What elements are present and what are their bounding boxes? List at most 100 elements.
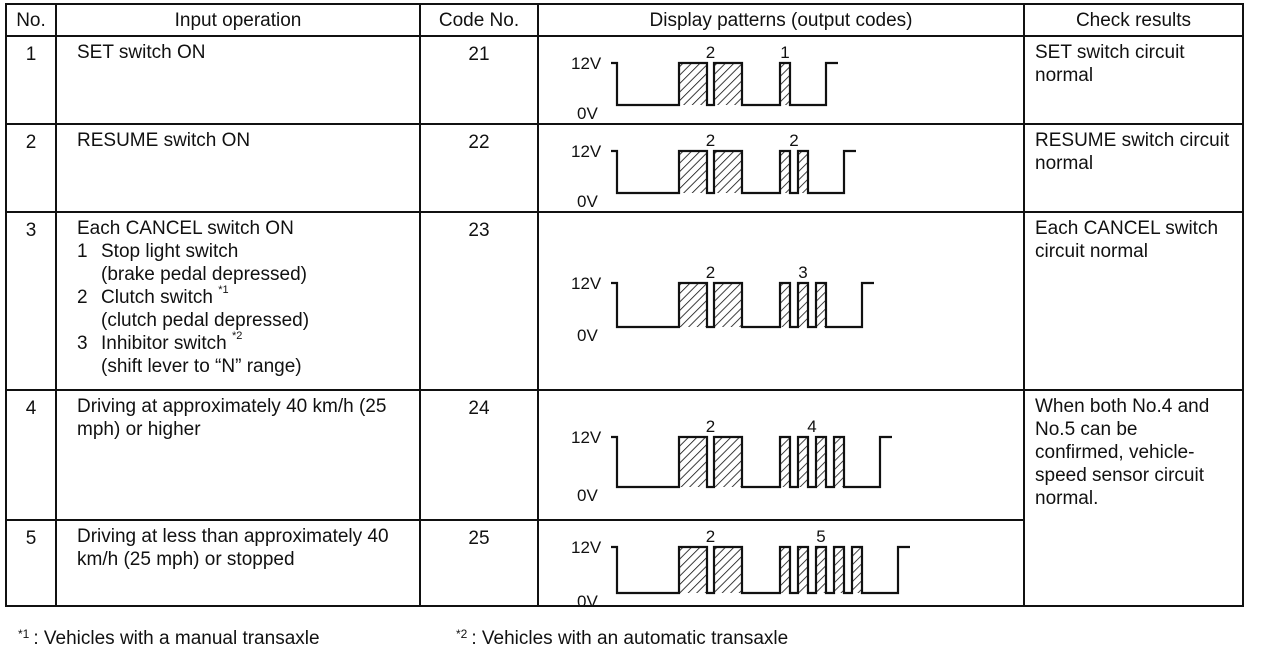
pulse <box>780 151 790 193</box>
waveform-trace <box>611 149 856 195</box>
pulse <box>816 547 826 593</box>
code-number: 22 <box>468 132 490 153</box>
code-cell: 21 <box>419 35 539 125</box>
row-number: 5 <box>25 528 37 549</box>
waveform-trace <box>611 545 910 595</box>
digit-label-second: 4 <box>807 417 816 436</box>
header-input-operation: Input operation <box>55 3 421 37</box>
input-operation-cell: Driving at approximately 40 km/h (25 mph… <box>55 389 421 521</box>
code-number: 23 <box>468 220 490 241</box>
footnote-text: : Vehicles with a manual transaxle <box>33 628 320 649</box>
code-number: 21 <box>468 44 490 65</box>
header-check-results: Check results <box>1023 3 1244 37</box>
voltage-low-label: 0V <box>577 104 598 123</box>
row-number-cell: 1 <box>5 35 57 125</box>
input-operation: SET switch ON <box>77 42 206 63</box>
waveform-trace <box>611 61 838 107</box>
code-cell: 23 <box>419 211 539 391</box>
footnote-text: : Vehicles with an automatic transaxle <box>471 628 789 649</box>
voltage-high-label: 12V <box>571 142 602 161</box>
table-row: 4 Driving at approximately 40 km/h (25 m… <box>5 389 1244 607</box>
input-operation-cell: RESUME switch ON <box>55 123 421 213</box>
code-number: 24 <box>468 398 490 419</box>
pulse <box>679 63 707 105</box>
pulse <box>780 63 790 105</box>
voltage-high-label: 12V <box>571 274 602 293</box>
digit-label-second: 2 <box>789 131 798 150</box>
input-operation: Each CANCEL switch ON <box>77 218 294 239</box>
check-result-cell: Each CANCEL switch circuit normal <box>1023 211 1244 391</box>
code-cell: 25 <box>419 519 539 607</box>
diagnosis-table: No. Input operation Code No. Display pat… <box>5 3 1244 607</box>
header-code-no: Code No. <box>419 3 539 37</box>
digit-label-first: 2 <box>706 263 715 282</box>
footnote: *2: Vehicles with an automatic transaxle <box>456 627 788 652</box>
pulse <box>780 437 790 487</box>
display-pattern-cell: 12V 0V 2 1 <box>537 35 1025 125</box>
cancel-sub-item-note: (clutch pedal depressed) <box>101 310 310 331</box>
pulse <box>714 283 742 327</box>
voltage-high-label: 12V <box>571 538 602 557</box>
code-number: 25 <box>468 528 490 549</box>
check-result: SET switch circuit normal <box>1035 42 1185 86</box>
pulse <box>834 547 844 593</box>
digit-label-first: 2 <box>706 131 715 150</box>
table-row: 5 Driving at less than approximately 40 … <box>5 519 1243 607</box>
pulse <box>679 283 707 327</box>
pulse <box>714 151 742 193</box>
pulse <box>852 547 862 593</box>
digit-label-first: 2 <box>706 527 715 546</box>
check-result: RESUME switch circuit normal <box>1035 130 1230 174</box>
cancel-sub-item-note: (shift lever to “N” range) <box>101 356 302 377</box>
digit-label-first: 2 <box>706 417 715 436</box>
footnote-mark: *1 <box>18 627 30 641</box>
row-number-cell: 2 <box>5 123 57 213</box>
header-display-patterns: Display patterns (output codes) <box>537 3 1025 37</box>
display-pattern-cell: 12V 0V 2 2 <box>537 123 1025 213</box>
pulse <box>679 437 707 487</box>
input-operation: Driving at approximately 40 km/h (25 mph… <box>77 396 387 440</box>
code-cell: 22 <box>419 123 539 213</box>
pulse <box>679 151 707 193</box>
input-operation-cell: Driving at less than approximately 40 km… <box>55 519 421 607</box>
digit-label-second: 3 <box>798 263 807 282</box>
pulse <box>780 547 790 593</box>
waveform-trace <box>611 435 892 489</box>
check-result-cell: SET switch circuit normal <box>1023 35 1244 125</box>
input-operation-cell: SET switch ON <box>55 35 421 125</box>
row-number: 3 <box>25 220 37 241</box>
voltage-low-label: 0V <box>577 592 598 605</box>
digit-label-first: 2 <box>706 43 715 62</box>
row-number-cell: 3 <box>5 211 57 391</box>
header-no: No. <box>5 3 57 37</box>
voltage-low-label: 0V <box>577 192 598 211</box>
input-operation: RESUME switch ON <box>77 130 251 151</box>
pulse <box>714 63 742 105</box>
check-result: Each CANCEL switch circuit normal <box>1035 218 1219 262</box>
footnote-ref: *2 <box>231 329 243 342</box>
voltage-high-label: 12V <box>571 54 602 73</box>
row-number: 4 <box>25 398 37 419</box>
pulse <box>816 437 826 487</box>
pulse <box>798 437 808 487</box>
output-waveform: 12V 0V 2 2 <box>571 131 856 211</box>
digit-label-second: 1 <box>780 43 789 62</box>
pulse <box>679 547 707 593</box>
row-number: 1 <box>25 44 37 65</box>
pulse <box>798 283 808 327</box>
row-number-cell: 5 <box>5 519 57 607</box>
voltage-high-label: 12V <box>571 428 602 447</box>
